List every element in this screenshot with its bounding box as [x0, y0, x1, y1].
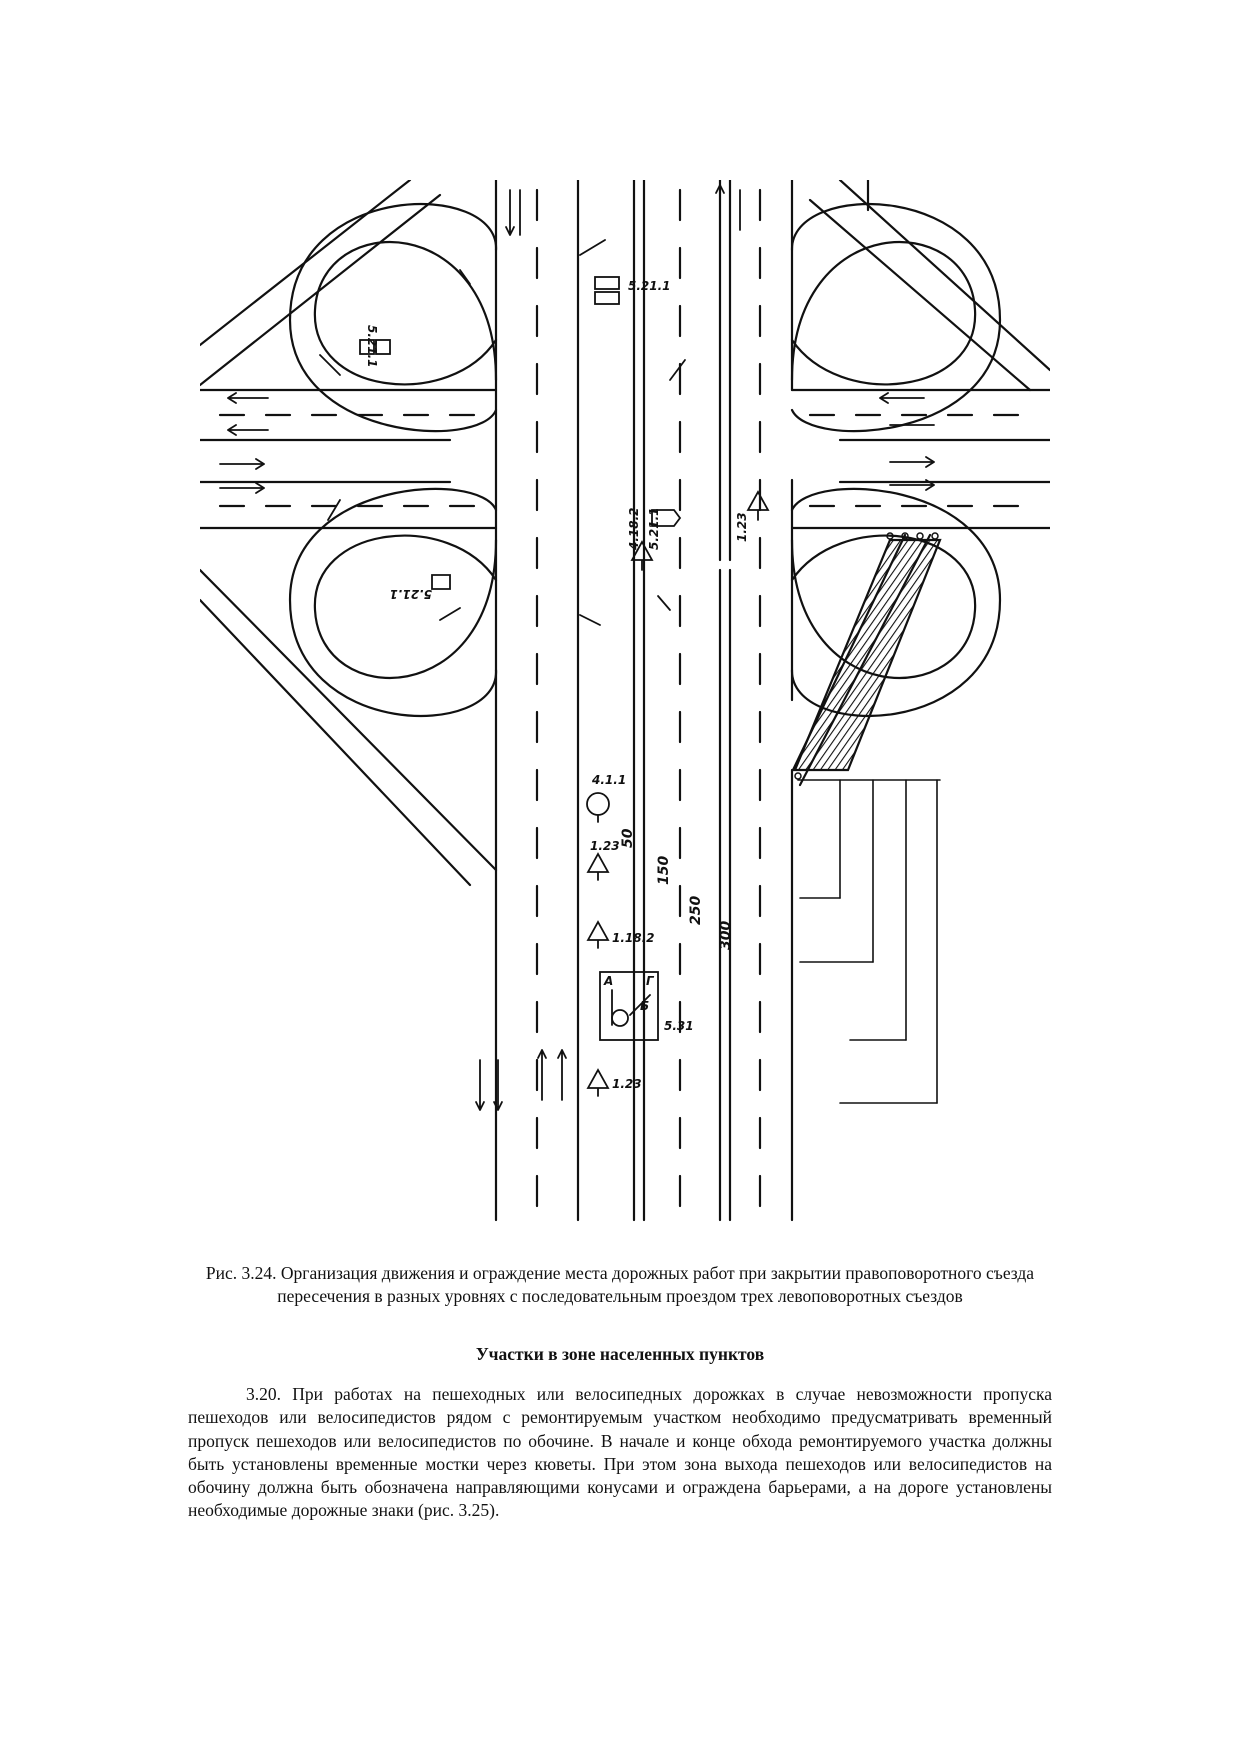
- sign-label-warning-2: 1.18.2: [612, 931, 655, 945]
- road-signs: [359, 276, 770, 1097]
- body-paragraph: 3.20. При работах на пешеходных или вело…: [188, 1384, 1052, 1521]
- dimension-300: 300: [718, 921, 734, 950]
- sign-label-sw: 5.21.1: [389, 587, 432, 601]
- figure-caption: Рис. 3.24. Организация движения и огражд…: [205, 1263, 1035, 1306]
- sign-label-ramp: 1.23: [735, 512, 749, 542]
- section-heading: Участки в зоне населенных пунктов: [475, 1344, 765, 1364]
- dimension-150: 150: [656, 856, 672, 885]
- scheme-letter-a: А: [603, 974, 613, 988]
- cones: [794, 532, 939, 780]
- direction-arrows: [219, 184, 935, 1111]
- dimension-250: 250: [688, 896, 704, 925]
- sign-label-se-b: 4.18.2: [627, 507, 641, 551]
- sign-label-nw: 5.21.1: [365, 325, 379, 368]
- lane-markings-ew: [218, 413, 1042, 508]
- loop-ne: [790, 202, 1002, 433]
- closed-ramp-hatch: [793, 538, 942, 772]
- main-road-ns: [494, 180, 646, 1222]
- lane-markings-ns: [535, 188, 762, 1222]
- sign-label-start: 4.1.1: [591, 773, 626, 787]
- dimension-50: 50: [620, 828, 636, 848]
- interchange-diagram: 5.21.1 5.21.1 5.21.1 5.21.1 4.18.2 1.23 …: [200, 180, 1050, 1230]
- sign-label-warning-3: 1.23: [612, 1077, 642, 1091]
- loop-sw: [288, 487, 498, 718]
- sign-label-ne: 5.21.1: [628, 279, 671, 293]
- main-road-ns-right: [718, 180, 870, 1222]
- sign-label-scheme: 5.31: [664, 1019, 694, 1033]
- loop-nw: [288, 202, 498, 433]
- sign-label-warning-1: 1.23: [590, 839, 620, 853]
- cross-road-ew: [200, 388, 1050, 530]
- dimension-lines: [797, 779, 941, 1104]
- scheme-letter-g: Г: [646, 974, 655, 988]
- scheme-letter-b: Б: [640, 999, 649, 1013]
- sign-label-se-a: 5.21.1: [647, 507, 661, 550]
